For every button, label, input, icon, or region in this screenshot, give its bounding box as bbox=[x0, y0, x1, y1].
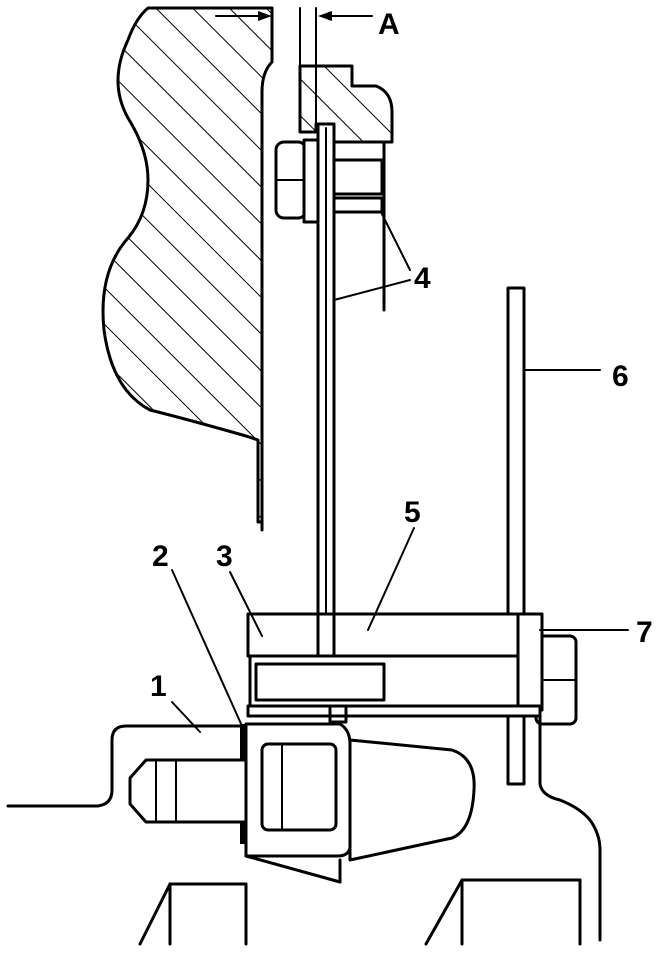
housing-section bbox=[101, 6, 274, 532]
upper-bolt-shank bbox=[328, 158, 384, 196]
callout-6-label: 6 bbox=[612, 360, 629, 393]
callouts-upper-lower: 2 3 5 7 bbox=[152, 496, 653, 727]
leader-4a bbox=[381, 213, 411, 271]
callout-1-label: 1 bbox=[150, 670, 167, 703]
gauge-blade bbox=[316, 122, 336, 656]
lower-bracket bbox=[246, 612, 578, 726]
bottom-ribs bbox=[138, 878, 582, 946]
upper-washer bbox=[302, 138, 320, 224]
callout-2-label: 2 bbox=[152, 540, 169, 573]
flange-bottom-edge bbox=[244, 854, 342, 884]
cone-boss bbox=[348, 738, 476, 862]
stud-bolt bbox=[128, 722, 476, 884]
spacer-plate bbox=[328, 196, 384, 214]
rib-left bbox=[138, 882, 172, 946]
casing-left-outline bbox=[6, 724, 248, 808]
callout-5-label: 5 bbox=[404, 496, 421, 529]
lower-spacer bbox=[246, 704, 542, 724]
casing-right-outline bbox=[538, 714, 602, 942]
leader-1 bbox=[171, 701, 201, 733]
callout-7-label: 7 bbox=[636, 616, 653, 649]
callout-4-label: 4 bbox=[414, 262, 431, 295]
leader-3 bbox=[229, 571, 263, 637]
leader-5 bbox=[367, 527, 415, 631]
dimension-label-a: A bbox=[378, 8, 400, 41]
base-casing: 1 bbox=[6, 670, 602, 942]
hatched-housing bbox=[101, 6, 274, 524]
arrow-head-right-icon bbox=[318, 11, 332, 21]
bolt-thread-section bbox=[254, 662, 386, 702]
arrow-head-left-icon bbox=[258, 11, 272, 21]
upper-clamp bbox=[274, 64, 394, 312]
leader-4b bbox=[333, 279, 411, 301]
callout-3-label: 3 bbox=[216, 540, 233, 573]
callout-4: 4 bbox=[333, 213, 431, 301]
leader-2 bbox=[171, 569, 243, 727]
nut-head-front bbox=[260, 742, 338, 832]
bracket-block bbox=[246, 612, 540, 658]
hatched-clamp bbox=[298, 64, 394, 144]
bolt-7-washer bbox=[516, 612, 544, 712]
rib-right bbox=[424, 878, 464, 946]
